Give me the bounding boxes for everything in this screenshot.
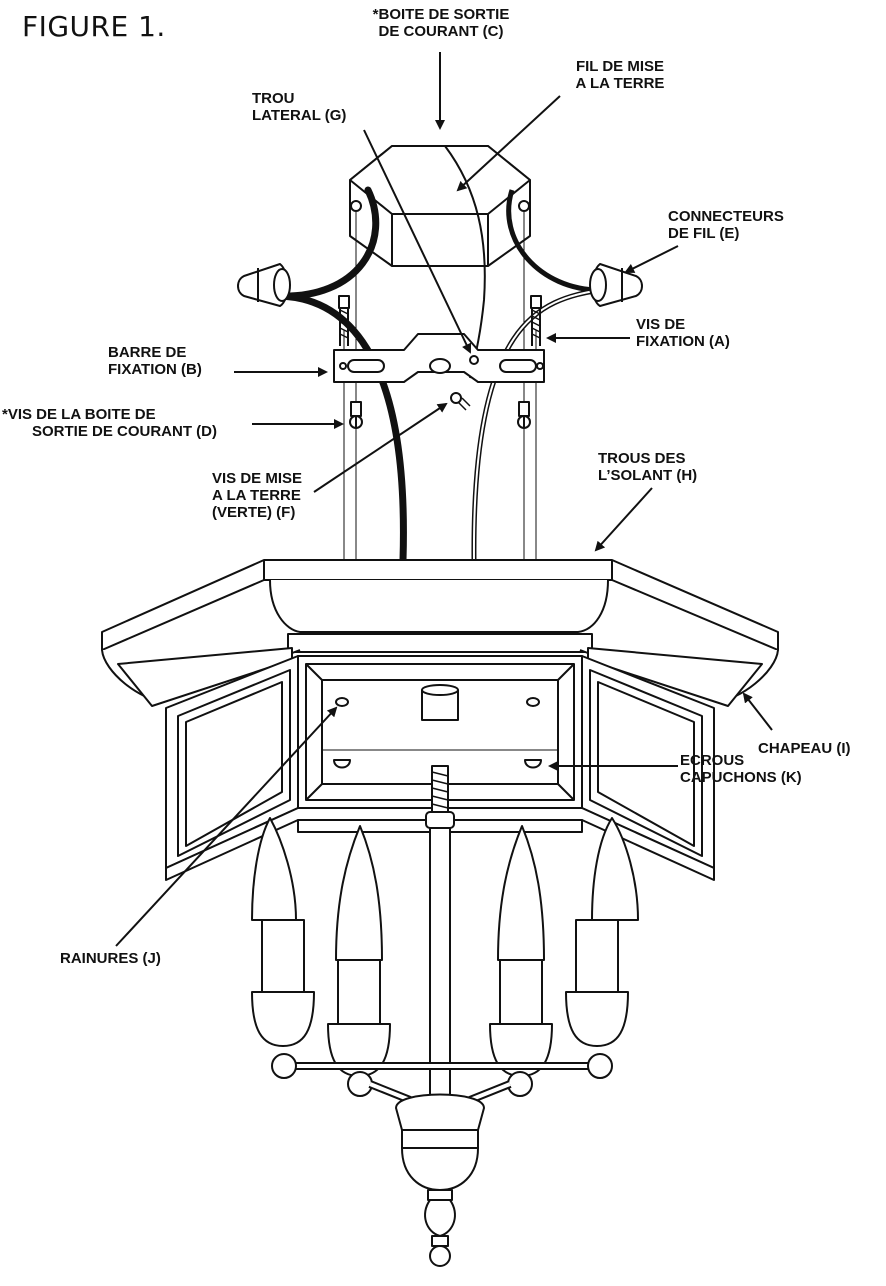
label-k: ECROUS CAPUCHONS (K): [680, 752, 802, 786]
mounting-screw-right: [530, 295, 542, 346]
label-g: TROU LATERAL (G): [252, 90, 347, 124]
label-ground-wire: FIL DE MISE A LA TERRE: [575, 58, 665, 92]
label-h: TROUS DES L’SOLANT (H): [598, 450, 698, 484]
label-a: VIS DE FIXATION (A): [636, 316, 730, 350]
arrow-f: [313, 402, 448, 493]
label-d: *VIS DE LA BOITE DE SORTIE DE COURANT (D…: [2, 406, 217, 440]
figure-title: FIGURE 1.: [22, 10, 166, 43]
wire-connector-right: [589, 263, 643, 307]
mounting-screw-left: [338, 295, 350, 346]
box-screw-left: [349, 401, 363, 429]
ground-screw: [450, 392, 471, 411]
arrow-g: [363, 129, 472, 354]
label-f: VIS DE MISE A LA TERRE (VERTE) (F): [212, 470, 303, 521]
arms: [271, 1053, 613, 1104]
arrow-h: [594, 487, 653, 552]
box-screw-right: [517, 401, 531, 429]
arrow-i: [742, 692, 773, 731]
lantern-body: [165, 655, 715, 881]
arrow-e: [624, 245, 679, 273]
label-c: *BOITE DE SORTIE DE COURANT (C): [372, 6, 510, 40]
black-wire: [272, 186, 407, 564]
label-i: CHAPEAU (I): [758, 740, 851, 757]
wire-connector-left: [237, 263, 291, 307]
finial: [395, 1093, 485, 1267]
mounting-bar: [333, 333, 545, 383]
arrow-ground-wire: [456, 95, 561, 192]
label-e: CONNECTEURS DE FIL (E): [668, 208, 784, 242]
leader-arrows: [115, 52, 773, 947]
canopy: [101, 559, 779, 707]
arrow-j: [115, 706, 338, 947]
candle-bulbs: [251, 817, 639, 961]
center-stem: [425, 765, 455, 1139]
label-b: BARRE DE FIXATION (B): [108, 344, 202, 378]
label-j: RAINURES (J): [60, 950, 161, 967]
